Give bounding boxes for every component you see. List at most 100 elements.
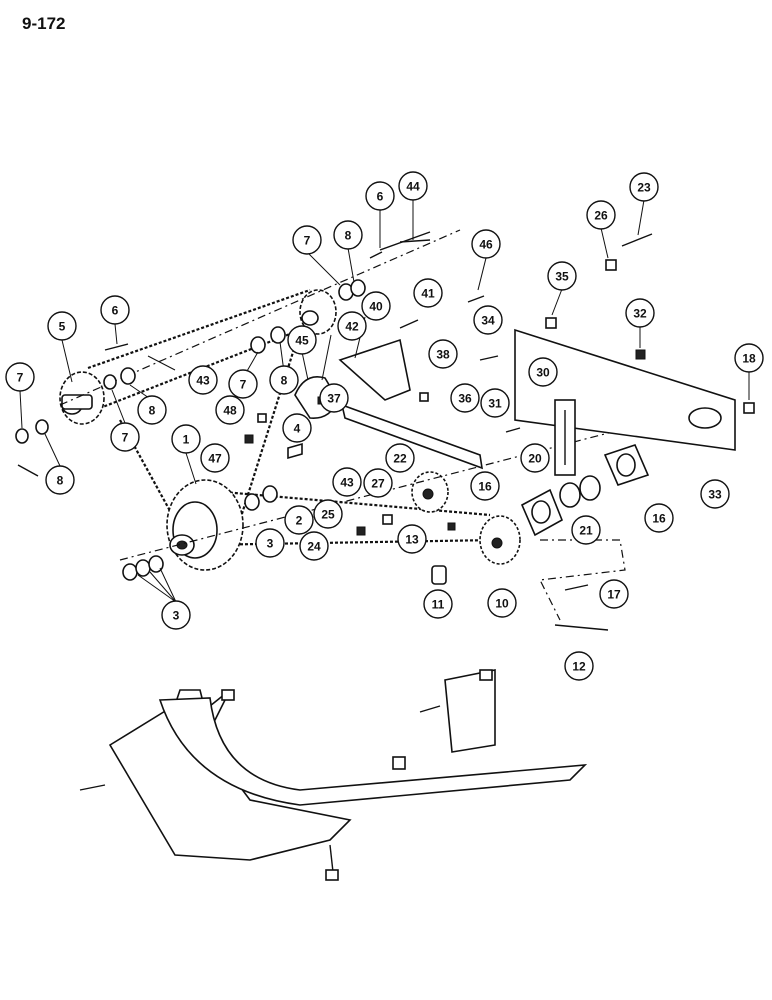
callout-24: 24 xyxy=(299,531,329,561)
svg-text:48: 48 xyxy=(223,404,237,418)
callout-18: 18 xyxy=(734,343,764,373)
page-number: 9-172 xyxy=(22,14,66,33)
svg-text:11: 11 xyxy=(432,598,445,612)
callout-31: 31 xyxy=(480,388,510,418)
svg-text:24: 24 xyxy=(307,540,321,554)
bearing-21 xyxy=(579,475,601,501)
svg-text:7: 7 xyxy=(17,371,24,385)
svg-text:4: 4 xyxy=(294,422,301,436)
callout-33: 33 xyxy=(700,479,730,509)
callout-23: 23 xyxy=(629,172,659,202)
callout-8a: 8 xyxy=(45,465,75,495)
svg-text:43: 43 xyxy=(340,476,354,490)
callout-16b: 16 xyxy=(644,503,674,533)
svg-text:16: 16 xyxy=(478,480,492,494)
svg-text:7: 7 xyxy=(122,431,129,445)
svg-text:5: 5 xyxy=(59,320,66,334)
svg-text:13: 13 xyxy=(405,533,419,547)
svg-text:1: 1 xyxy=(183,433,190,447)
svg-text:34: 34 xyxy=(481,314,495,328)
svg-text:43: 43 xyxy=(196,374,210,388)
callout-8b: 8 xyxy=(137,395,167,425)
callout-6a: 6 xyxy=(100,295,130,325)
callout-47: 47 xyxy=(200,443,230,473)
svg-text:45: 45 xyxy=(295,334,309,348)
callout-40: 40 xyxy=(361,291,391,321)
driven-sprocket xyxy=(479,515,521,565)
callout-43a: 43 xyxy=(188,365,218,395)
callout-3b: 3 xyxy=(161,600,191,630)
callout-5: 5 xyxy=(47,311,77,341)
svg-text:6: 6 xyxy=(112,304,119,318)
svg-text:41: 41 xyxy=(421,287,435,301)
bearings-upper xyxy=(250,279,366,354)
callout-35: 35 xyxy=(547,261,577,291)
callout-20: 20 xyxy=(520,443,550,473)
idler-sprocket xyxy=(411,471,449,513)
svg-text:35: 35 xyxy=(555,270,569,284)
sprocket-left xyxy=(59,371,105,425)
callout-43b: 43 xyxy=(332,467,362,497)
callout-21: 21 xyxy=(571,515,601,545)
callout-22: 22 xyxy=(385,443,415,473)
callout-41: 41 xyxy=(413,278,443,308)
callout-3a: 3 xyxy=(255,528,285,558)
drive-sprocket-large xyxy=(166,479,244,571)
svg-text:40: 40 xyxy=(369,300,383,314)
bearings-left xyxy=(15,367,278,581)
svg-text:30: 30 xyxy=(536,366,550,380)
svg-text:17: 17 xyxy=(607,588,621,602)
bolt-line-12 xyxy=(539,539,626,621)
lower-chain xyxy=(199,488,496,547)
callout-38: 38 xyxy=(428,339,458,369)
callout-2: 2 xyxy=(284,505,314,535)
callout-34: 34 xyxy=(473,305,503,335)
callout-16a: 16 xyxy=(470,471,500,501)
svg-text:2: 2 xyxy=(296,514,303,528)
key-pin-left xyxy=(104,343,129,351)
bearing-flange-16b xyxy=(603,444,650,486)
svg-text:7: 7 xyxy=(304,234,311,248)
callout-30: 30 xyxy=(528,357,558,387)
svg-text:33: 33 xyxy=(708,488,722,502)
svg-text:8: 8 xyxy=(281,374,288,388)
callout-6b: 6 xyxy=(365,181,395,211)
svg-text:22: 22 xyxy=(393,452,407,466)
svg-text:37: 37 xyxy=(327,392,341,406)
svg-text:32: 32 xyxy=(633,307,647,321)
frame-hole xyxy=(688,407,722,429)
callout-11: 11 xyxy=(423,589,453,619)
svg-text:25: 25 xyxy=(321,508,335,522)
bearing-20 xyxy=(559,482,581,508)
bearing-flange-16a xyxy=(520,488,564,537)
key-pin-upper xyxy=(369,251,383,259)
callout-45: 45 xyxy=(287,325,317,355)
svg-text:21: 21 xyxy=(579,524,593,538)
bracket-40 xyxy=(338,338,411,401)
callout-42: 42 xyxy=(337,311,367,341)
svg-text:46: 46 xyxy=(479,238,493,252)
svg-text:44: 44 xyxy=(406,180,420,194)
lower-shield xyxy=(79,669,588,881)
svg-text:8: 8 xyxy=(149,404,156,418)
svg-text:3: 3 xyxy=(173,609,180,623)
callout-36: 36 xyxy=(450,383,480,413)
svg-text:18: 18 xyxy=(742,352,756,366)
callout-46: 46 xyxy=(471,229,501,259)
callout-12: 12 xyxy=(564,651,594,681)
callout-10: 10 xyxy=(487,588,517,618)
callout-7b: 7 xyxy=(110,422,140,452)
callout-26: 26 xyxy=(586,200,616,230)
callout-32: 32 xyxy=(625,298,655,328)
svg-text:38: 38 xyxy=(436,348,450,362)
svg-text:8: 8 xyxy=(57,474,64,488)
svg-text:10: 10 xyxy=(495,597,509,611)
channel-36 xyxy=(340,403,483,470)
callout-37: 37 xyxy=(319,383,349,413)
callout-7c: 7 xyxy=(228,369,258,399)
svg-text:20: 20 xyxy=(528,452,542,466)
frame-plate xyxy=(514,328,736,451)
svg-text:12: 12 xyxy=(572,660,586,674)
callout-48: 48 xyxy=(215,395,245,425)
